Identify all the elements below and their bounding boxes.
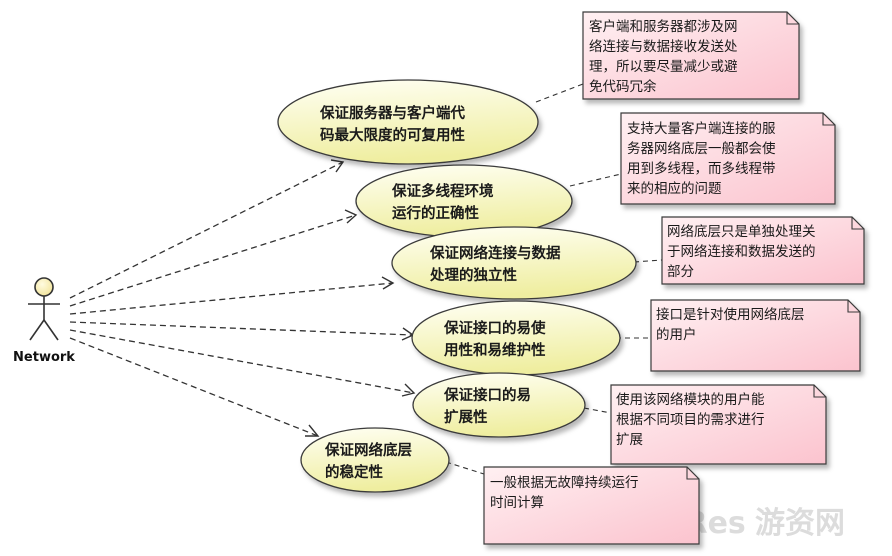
note-body bbox=[661, 216, 865, 285]
note-line: 接口是针对使用网络底层 bbox=[656, 306, 805, 323]
note-line: 时间计算 bbox=[490, 495, 544, 511]
use-case-label: 保证网络底层 bbox=[324, 441, 412, 459]
note-line: 络连接与数据接收发送处 bbox=[589, 38, 738, 55]
use-case-label: 保证接口的易使 bbox=[443, 319, 546, 337]
note-line: 免代码冗余 bbox=[589, 78, 657, 95]
association-uc5 bbox=[69, 329, 415, 394]
note-body bbox=[483, 466, 700, 545]
note-fold-icon bbox=[822, 113, 835, 126]
arrowhead-uc2 bbox=[344, 209, 358, 224]
use-case-label: 保证服务器与客户端代 bbox=[319, 104, 465, 122]
note-line: 务器网络底层一般都会使 bbox=[627, 140, 776, 157]
use-case-6[interactable]: 保证网络底层 的稳定性 bbox=[300, 427, 450, 493]
actor-network[interactable] bbox=[28, 277, 60, 341]
note-5[interactable]: 使用该网络模块的用户能 根据不同项目的需求进行 扩展 bbox=[610, 384, 827, 465]
note-body bbox=[582, 11, 800, 100]
note-line: 根据不同项目的需求进行 bbox=[616, 412, 765, 428]
use-case-label: 扩展性 bbox=[444, 408, 488, 426]
use-case-1[interactable]: 保证服务器与客户端代 码最大限度的可复用性 bbox=[277, 79, 539, 165]
arrowhead-uc6 bbox=[305, 424, 320, 437]
arrowhead-uc3 bbox=[381, 276, 395, 290]
note-line: 部分 bbox=[667, 264, 694, 280]
note-line: 扩展 bbox=[616, 432, 643, 448]
note-fold-icon bbox=[686, 467, 699, 480]
association-uc3 bbox=[69, 282, 394, 315]
use-case-label: 保证多线程环境 bbox=[391, 182, 494, 200]
note-fold-icon bbox=[813, 385, 826, 398]
use-case-label: 的稳定性 bbox=[325, 463, 383, 481]
use-case-3[interactable]: 保证网络连接与数据 处理的独立性 bbox=[391, 226, 637, 300]
use-case-label: 码最大限度的可复用性 bbox=[320, 126, 465, 144]
note-2[interactable]: 支持大量客户端连接的服 务器网络底层一般都会使 用到多线程，而多线程带 来的相应… bbox=[620, 112, 836, 205]
use-case-ellipse bbox=[411, 300, 621, 376]
note-line: 支持大量客户端连接的服 bbox=[627, 120, 776, 137]
use-case-ellipse bbox=[300, 427, 450, 493]
association-uc2 bbox=[69, 214, 357, 307]
note-fold-icon bbox=[847, 300, 860, 313]
note-body bbox=[610, 384, 827, 465]
connector-n1 bbox=[535, 83, 584, 103]
association-uc6 bbox=[69, 337, 319, 437]
connector-n3 bbox=[633, 259, 663, 263]
use-case-2[interactable]: 保证多线程环境 运行的正确性 bbox=[355, 164, 573, 238]
use-case-ellipse bbox=[277, 79, 539, 165]
note-3[interactable]: 网络底层只是单独处理关 于网络连接和数据发送的 部分 bbox=[661, 216, 865, 285]
association-arrowheads bbox=[305, 159, 416, 437]
note-line: 来的相应的问题 bbox=[627, 180, 722, 197]
note-line: 用到多线程，而多线程带 bbox=[627, 160, 776, 177]
association-uc4 bbox=[69, 321, 414, 336]
actor-label: Network bbox=[13, 350, 75, 365]
connector-n5 bbox=[583, 407, 612, 414]
note-4[interactable]: 接口是针对使用网络底层 的用户 bbox=[650, 299, 861, 372]
note-fold-icon bbox=[786, 12, 799, 25]
associations bbox=[69, 161, 415, 437]
use-case-label: 处理的独立性 bbox=[429, 266, 517, 284]
use-case-ellipse bbox=[355, 164, 573, 238]
note-line: 理，所以要尽量减少或避 bbox=[589, 59, 738, 75]
connector-n2 bbox=[569, 173, 622, 187]
note-line: 一般根据无故障持续运行 bbox=[490, 475, 639, 491]
actor-head-icon bbox=[34, 277, 54, 297]
use-case-4[interactable]: 保证接口的易使 用性和易维护性 bbox=[411, 300, 621, 376]
use-case-ellipse bbox=[391, 226, 637, 300]
note-line: 网络底层只是单独处理关 bbox=[667, 224, 816, 240]
association-uc1 bbox=[69, 161, 344, 299]
use-case-label: 运行的正确性 bbox=[392, 204, 479, 222]
note-6[interactable]: 一般根据无故障持续运行 时间计算 bbox=[483, 466, 700, 545]
connector-n6 bbox=[445, 461, 485, 475]
note-1[interactable]: 客户端和服务器都涉及网 络连接与数据接收发送处 理，所以要尽量减少或避 免代码冗… bbox=[582, 11, 800, 100]
note-line: 使用该网络模块的用户能 bbox=[616, 391, 765, 408]
note-line: 客户端和服务器都涉及网 bbox=[589, 18, 738, 35]
use-case-ellipse bbox=[412, 372, 586, 438]
use-case-label: 保证网络连接与数据 bbox=[429, 244, 561, 262]
note-body bbox=[620, 112, 836, 205]
note-line: 于网络连接和数据发送的 bbox=[667, 243, 816, 260]
arrowhead-uc1 bbox=[330, 159, 345, 173]
use-case-5[interactable]: 保证接口的易 扩展性 bbox=[412, 372, 586, 438]
watermark-cn: 游资网 bbox=[755, 506, 845, 541]
use-case-label: 用性和易维护性 bbox=[444, 341, 546, 359]
note-line: 的用户 bbox=[656, 326, 697, 343]
note-fold-icon bbox=[851, 217, 864, 230]
note-body bbox=[650, 299, 861, 372]
use-case-label: 保证接口的易 bbox=[443, 386, 531, 404]
arrowhead-uc5 bbox=[401, 383, 416, 397]
note-connectors bbox=[445, 83, 663, 475]
